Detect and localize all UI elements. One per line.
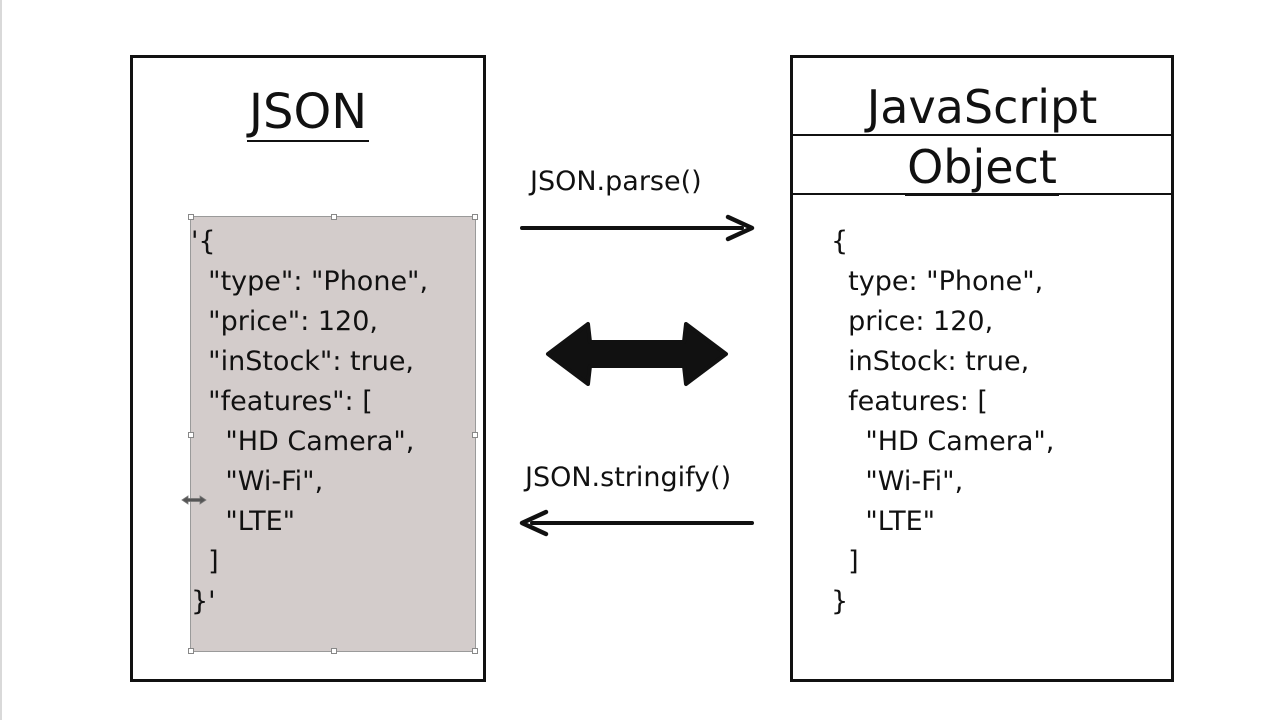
selection-handle-middle-right[interactable]	[472, 432, 478, 438]
json-code-line: "Wi-Fi",	[191, 466, 324, 497]
json-code-line: "HD Camera",	[191, 426, 415, 457]
json-title-text: JSON	[246, 84, 370, 142]
selection-handle-bottom-left[interactable]	[188, 648, 194, 654]
json-panel-title: JSON	[133, 84, 483, 142]
js-title-line1: JavaScript	[864, 80, 1100, 136]
js-code-line: type: "Phone",	[831, 266, 1044, 297]
js-code-line: ]	[831, 546, 859, 577]
js-code-line: "LTE"	[831, 506, 936, 537]
json-panel: JSON '{ "type": "Phone", "price": 120, "…	[130, 55, 486, 682]
selection-handle-top-middle[interactable]	[331, 214, 337, 220]
selection-handle-middle-left[interactable]	[188, 432, 194, 438]
json-code-line: ]	[191, 546, 219, 577]
stringify-label: JSON.stringify()	[525, 462, 732, 493]
js-code-line: price: 120,	[831, 306, 994, 337]
js-code-line: "Wi-Fi",	[831, 466, 964, 497]
json-code-block: '{ "type": "Phone", "price": 120, "inSto…	[191, 222, 428, 622]
javascript-object-code-block: { type: "Phone", price: 120, inStock: tr…	[831, 222, 1054, 622]
json-code-line: }'	[191, 586, 216, 617]
js-title-line2: Object	[905, 139, 1059, 196]
js-code-line: "HD Camera",	[831, 426, 1055, 457]
javascript-object-panel: JavaScript Object { type: "Phone", price…	[790, 55, 1174, 682]
json-code-line: '{	[191, 226, 216, 257]
selection-handle-bottom-right[interactable]	[472, 648, 478, 654]
parse-arrow-right-icon	[520, 214, 755, 242]
drag-cursor-icon	[181, 495, 207, 505]
selection-handle-bottom-middle[interactable]	[331, 648, 337, 654]
stringify-arrow-left-icon	[519, 509, 754, 537]
json-code-line: "price": 120,	[191, 306, 378, 337]
json-code-line: "inStock": true,	[191, 346, 415, 377]
js-code-line: {	[831, 226, 849, 257]
left-edge-line	[0, 0, 2, 720]
js-code-line: inStock: true,	[831, 346, 1030, 377]
js-code-line: }	[831, 586, 849, 617]
selection-handle-top-right[interactable]	[472, 214, 478, 220]
json-code-line: "LTE"	[191, 506, 296, 537]
selection-handle-top-left[interactable]	[188, 214, 194, 220]
json-code-line: "features": [	[191, 386, 373, 417]
parse-label: JSON.parse()	[530, 166, 702, 197]
code-selection-highlight[interactable]	[188, 214, 478, 654]
js-code-line: features: [	[831, 386, 988, 417]
javascript-object-panel-title: JavaScript Object	[793, 80, 1171, 201]
json-code-line: "type": "Phone",	[191, 266, 429, 297]
bidirectional-arrow-icon	[546, 322, 728, 386]
